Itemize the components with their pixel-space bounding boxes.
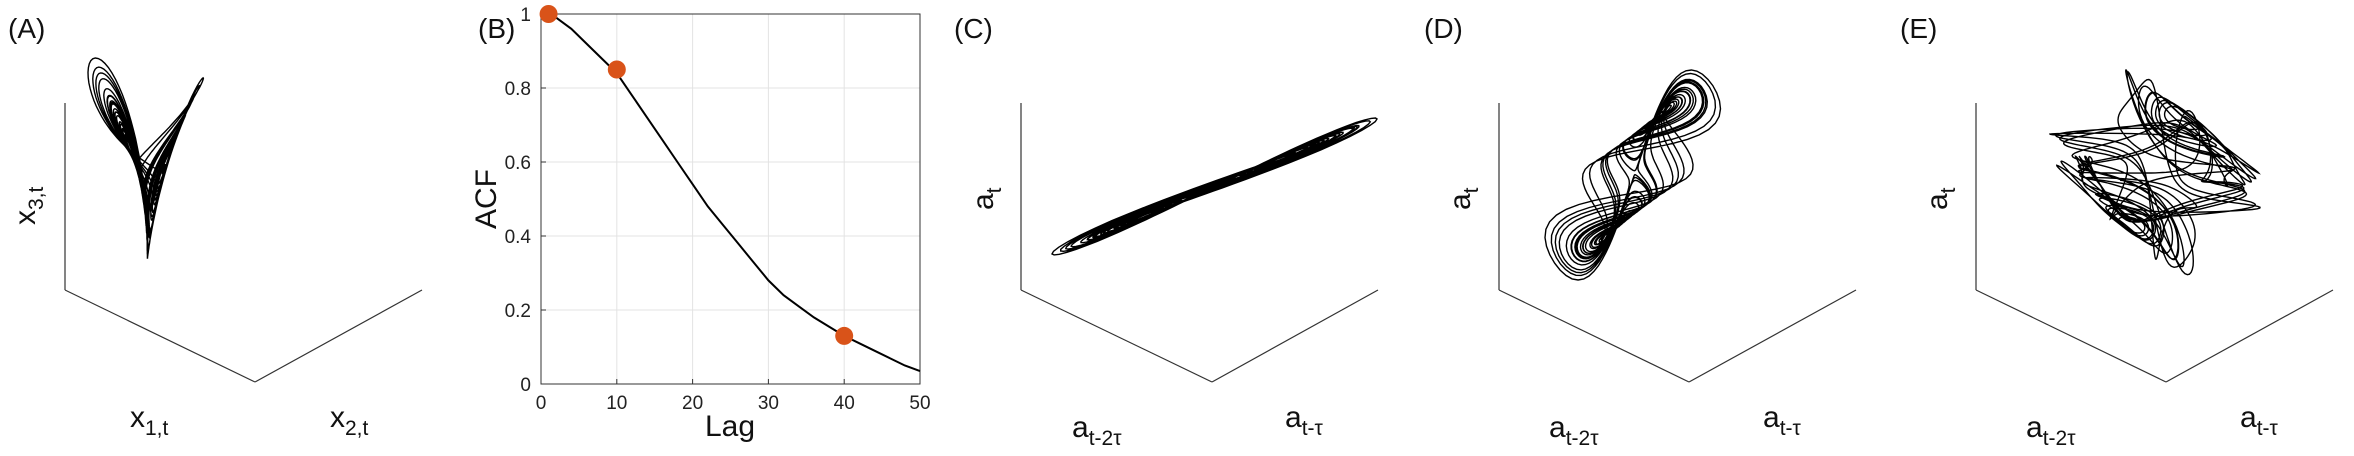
panel-d-embedding [1544, 69, 1722, 281]
panel-c: (C) at-2τ at-τ at [954, 13, 1379, 450]
panel-label-d: (D) [1424, 13, 1463, 44]
panel-a-front-right-axis [254, 289, 423, 383]
panel-c-xlabel-1: at-2τ [1072, 411, 1122, 450]
panel-a: (A) x1,t x2,t x3,t [8, 13, 423, 440]
panel-a-axes-box [64, 103, 423, 383]
panel-b-xlabel: Lag [705, 410, 755, 443]
panel-e-xlabel-3: at [1921, 187, 1960, 210]
panel-label-c: (C) [954, 13, 993, 44]
panel-a-front-left-axis [64, 289, 256, 383]
trajectory-c [1051, 117, 1378, 256]
acf-markers [539, 5, 854, 345]
trajectory-e [2048, 69, 2261, 276]
panel-e-embedding [2048, 69, 2261, 276]
panel-d-axes-box [1498, 103, 1857, 383]
x-tick-label: 50 [909, 393, 930, 414]
trajectory-a [87, 57, 205, 259]
panel-b-plot-frame [540, 13, 921, 385]
panel-d: (D) at-2τ at-τ at [1424, 13, 1857, 450]
trajectory-d [1544, 69, 1722, 281]
y-tick-label: 0.2 [505, 301, 531, 322]
y-tick-label: 0 [520, 375, 531, 396]
panel-c-embedding [1051, 117, 1378, 256]
panel-c-xlabel-2: at-τ [1285, 401, 1324, 440]
panel-e-xlabel-2: at-τ [2240, 401, 2279, 440]
panel-a-xlabel-3: x3,t [9, 186, 48, 225]
panel-b: (B) 0 10 20 30 40 50 0 0.2 0.4 0.6 0.8 1 Lag ACF [470, 5, 931, 443]
x-tick-label: 40 [834, 393, 855, 414]
x-tick-label: 0 [536, 393, 547, 414]
acf-curve [540, 13, 921, 373]
panel-a-xlabel-2: x2,t [330, 401, 369, 440]
y-tick-label: 0.8 [505, 79, 531, 100]
panel-label-e: (E) [1900, 13, 1937, 44]
x-tick-label: 20 [682, 393, 703, 414]
panel-e-axes-box [1975, 103, 2334, 383]
panel-b-ylabel: ACF [470, 169, 503, 229]
panel-a-xlabel-1: x1,t [130, 401, 169, 440]
acf-marker [607, 60, 626, 79]
panel-e: (E) at-2τ at-τ at [1900, 13, 2334, 450]
panel-d-xlabel-1: at-2τ [1549, 411, 1599, 450]
y-tick-label: 1 [520, 5, 531, 26]
x-tick-label: 30 [758, 393, 779, 414]
panel-label-a: (A) [8, 13, 45, 44]
y-tick-label: 0.6 [505, 153, 531, 174]
panel-a-attractor [87, 57, 205, 259]
x-tick-label: 10 [606, 393, 627, 414]
y-tick-label: 0.4 [505, 227, 532, 248]
panel-label-b: (B) [478, 13, 515, 44]
panel-b-ticks: 0 10 20 30 40 50 0 0.2 0.4 0.6 0.8 1 [505, 5, 931, 414]
panel-d-xlabel-2: at-τ [1763, 401, 1802, 440]
acf-marker [539, 5, 558, 23]
panel-b-grid [540, 13, 921, 385]
acf-marker [835, 326, 854, 345]
panel-c-xlabel-3: at [967, 187, 1006, 210]
panel-c-axes-box [1020, 103, 1379, 383]
panel-d-xlabel-3: at [1444, 187, 1483, 210]
panel-e-xlabel-1: at-2τ [2026, 411, 2076, 450]
